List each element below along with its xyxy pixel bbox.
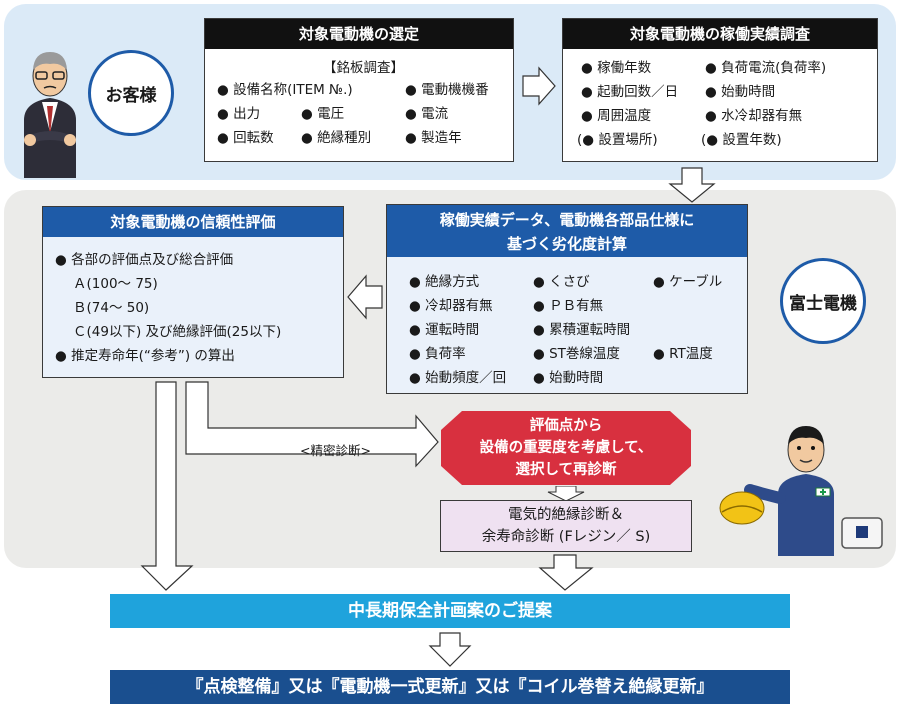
calculation-box: 稼働実績データ、電動機各部品仕様に 基づく劣化度計算 ● 絶縁方式 ● くさび … <box>386 204 748 394</box>
survey-item: ● 周囲温度 <box>581 108 652 124</box>
calculation-item: ● ST巻線温度 <box>533 346 620 362</box>
survey-item: ● 水冷却器有無 <box>705 108 803 124</box>
proposal-bar: 中長期保全計画案のご提案 <box>110 594 790 628</box>
selection-subheading: 【銘板調査】 <box>323 60 404 76</box>
arrow-down-icon <box>538 554 594 591</box>
reliability-line: ● 推定寿命年(“参考”) の算出 <box>55 348 235 364</box>
fuji-label: 富士電機 <box>780 258 866 344</box>
arrow-down-long-icon <box>140 381 194 591</box>
calculation-item: ● ＰＢ有無 <box>533 298 604 314</box>
calculation-item: ● 冷却器有無 <box>409 298 493 314</box>
rediagnosis-line: 選択して再診断 <box>515 462 617 478</box>
selection-item: ● 製造年 <box>405 130 462 146</box>
arrow-right-icon <box>522 66 556 106</box>
calculation-item: ● 始動頻度／回 <box>409 370 507 386</box>
electrical-line: 電気的絶縁診断＆ <box>508 507 624 523</box>
reliability-line: Ａ(100～ 75) <box>73 276 158 292</box>
selection-item: ● 回転数 <box>217 130 274 146</box>
electrical-line: 余寿命診断 (Fレジン／ S) <box>481 529 651 545</box>
precision-label: <精密診断> <box>300 443 371 458</box>
survey-box: 対象電動機の稼働実績調査 ● 稼働年数 ● 負荷電流(負荷率) ● 起動回数／日… <box>562 18 878 162</box>
reliability-line: Ｃ(49以下) 及び絶縁評価(25以下) <box>73 324 282 340</box>
survey-item: ● 起動回数／日 <box>581 84 679 100</box>
survey-item: (● 設置場所) <box>577 132 658 148</box>
calculation-title-line: 基づく劣化度計算 <box>506 235 627 253</box>
survey-title: 対象電動機の稼働実績調査 <box>563 19 877 49</box>
selection-title: 対象電動機の選定 <box>205 19 513 49</box>
rediagnosis-line: 評価点から <box>529 418 603 434</box>
selection-item: ● 出力 <box>217 106 261 122</box>
rediagnosis-line: 設備の重要度を考慮して、 <box>479 440 653 456</box>
survey-item: ● 稼働年数 <box>581 60 652 76</box>
calculation-item: ● くさび <box>533 274 590 290</box>
calculation-title: 稼働実績データ、電動機各部品仕様に 基づく劣化度計算 <box>387 205 747 257</box>
worker-figure-icon <box>719 426 883 556</box>
calculation-item: ● 負荷率 <box>409 346 466 362</box>
calculation-item: ● 累積運転時間 <box>533 322 631 338</box>
calculation-title-line: 稼働実績データ、電動機各部品仕様に <box>439 211 695 229</box>
calculation-item: ● 運転時間 <box>409 322 480 338</box>
arrow-down-icon <box>668 167 716 203</box>
arrow-precision-icon <box>185 381 439 468</box>
reliability-box: 対象電動機の信頼性評価 ● 各部の評価点及び総合評価 Ａ(100～ 75) Ｂ(… <box>42 206 344 378</box>
selection-item: ● 電圧 <box>301 106 345 122</box>
selection-item: ● 設備名称(ITEM №.) <box>217 82 353 98</box>
customer-figure-icon <box>24 52 76 178</box>
arrow-down-small-icon <box>547 486 585 502</box>
selection-box: 対象電動機の選定 【銘板調査】 ● 設備名称(ITEM №.) ● 電動機機番 … <box>204 18 514 162</box>
reliability-title: 対象電動機の信頼性評価 <box>43 207 343 237</box>
calculation-item: ● 始動時間 <box>533 370 604 386</box>
calculation-item: ● 絶縁方式 <box>409 274 480 290</box>
rediagnosis-text: 評価点から 設備の重要度を考慮して、 選択して再診断 <box>440 413 692 485</box>
customer-label: お客様 <box>88 50 174 136</box>
rediagnosis-shape <box>441 411 691 485</box>
selection-item: ● 絶縁種別 <box>301 130 372 146</box>
selection-item: ● 電動機機番 <box>405 82 489 98</box>
calculation-item: ● ケーブル <box>653 274 723 290</box>
reliability-line: Ｂ(74～ 50) <box>73 300 150 316</box>
electrical-diagnosis-box: 電気的絶縁診断＆ 余寿命診断 (Fレジン／ S) <box>440 500 692 552</box>
final-options-bar: 『点検整備』又は『電動機一式更新』又は『コイル巻替え絶縁更新』 <box>110 670 790 704</box>
arrow-down-icon <box>428 632 472 667</box>
reliability-line: ● 各部の評価点及び総合評価 <box>55 252 234 268</box>
survey-item: (● 設置年数) <box>701 132 782 148</box>
calculation-item: ● RT温度 <box>653 346 713 362</box>
arrow-left-icon <box>347 274 383 320</box>
survey-item: ● 負荷電流(負荷率) <box>705 60 827 76</box>
selection-item: ● 電流 <box>405 106 449 122</box>
survey-item: ● 始動時間 <box>705 84 776 100</box>
